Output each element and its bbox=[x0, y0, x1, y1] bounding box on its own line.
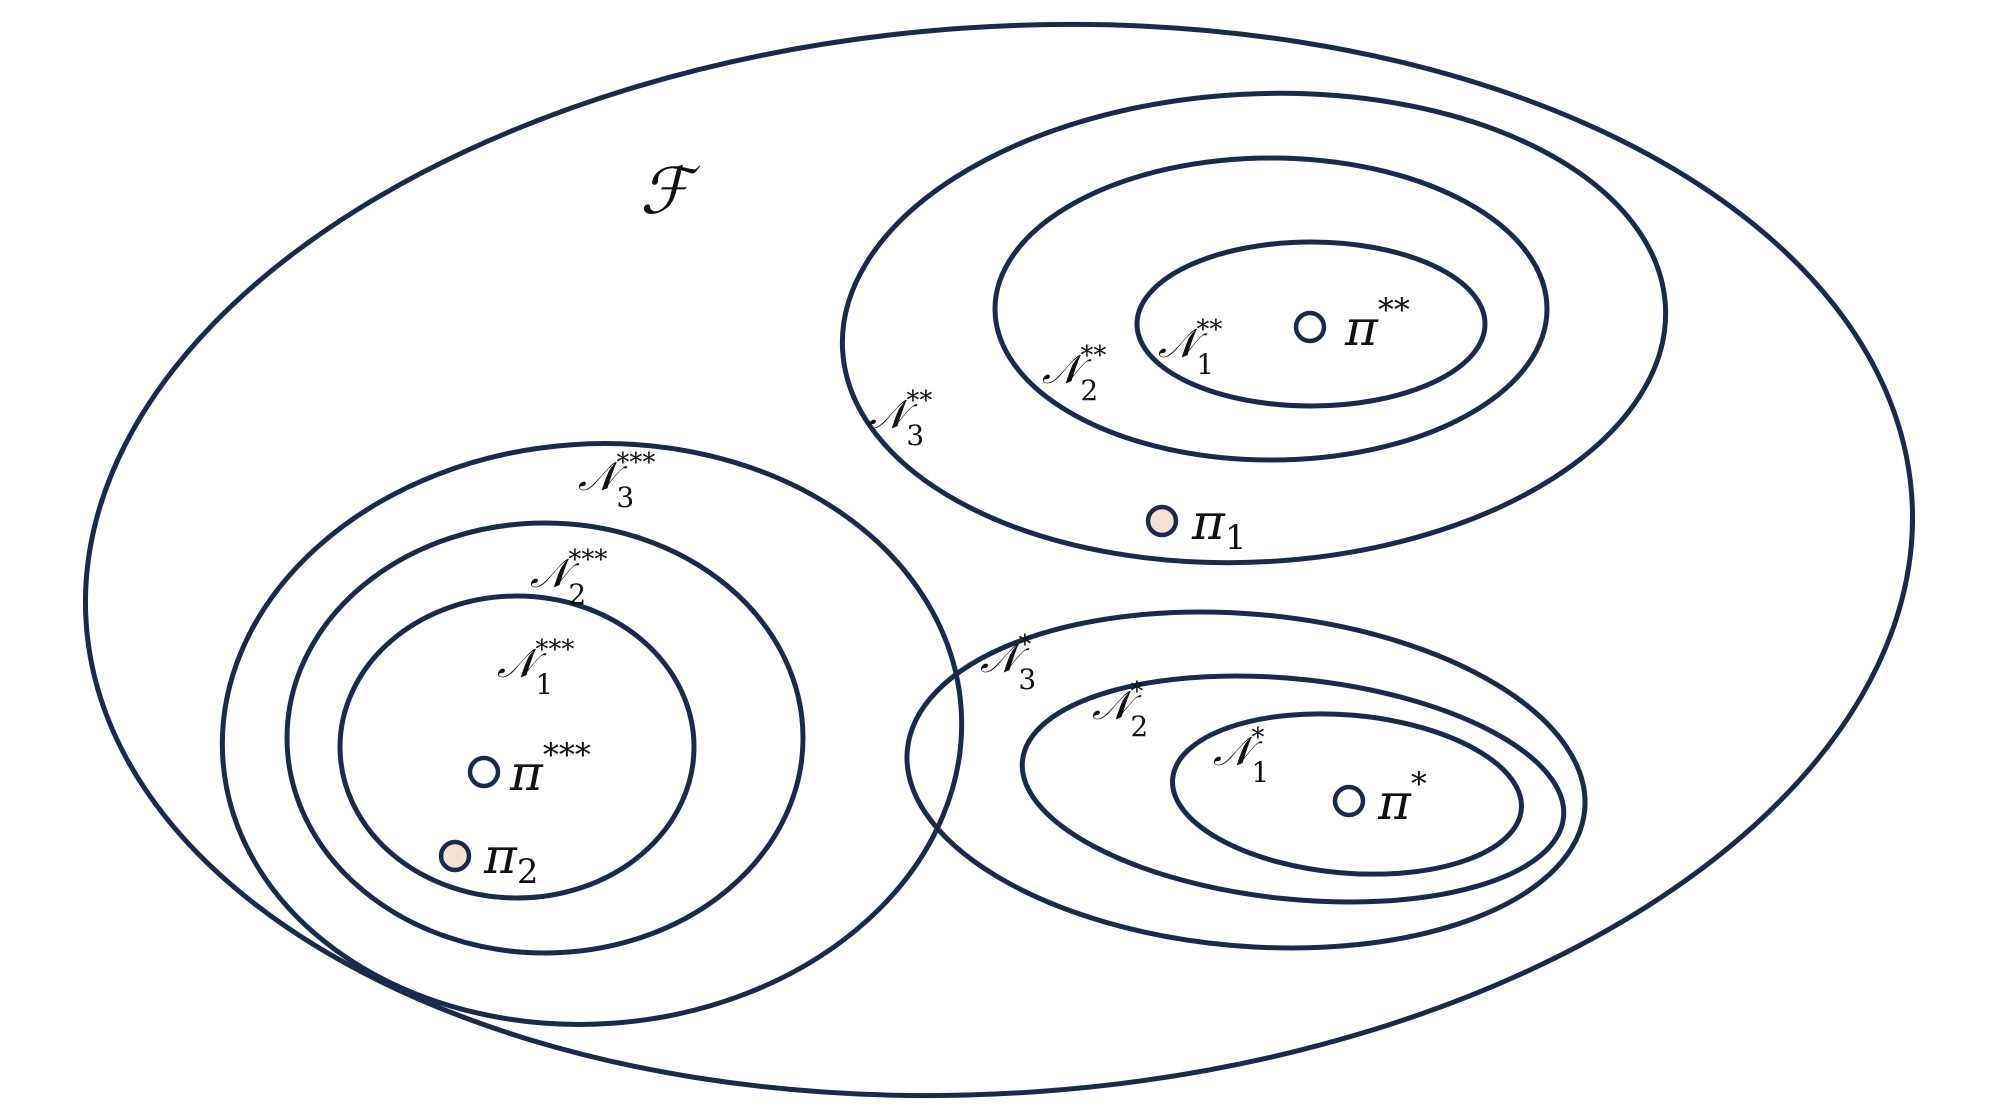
point-pi-single-star bbox=[1332, 784, 1366, 818]
region-n2-single-star bbox=[1019, 673, 1567, 905]
label-n1-double-star: 𝒩**1 bbox=[1158, 315, 1222, 381]
region-n3-single-star bbox=[904, 609, 1588, 951]
label-n2-triple-star: 𝒩***2 bbox=[530, 545, 607, 611]
label-n3-triple-star: 𝒩***3 bbox=[578, 448, 655, 514]
label-pi-1: π1 bbox=[1191, 493, 1247, 558]
label-n1-single-star: 𝒩*1 bbox=[1213, 723, 1269, 789]
region-n3-double-star bbox=[839, 90, 1669, 566]
point-pi-double-star bbox=[1293, 310, 1327, 344]
label-n1-triple-star: 𝒩***1 bbox=[497, 635, 574, 701]
region-n1-triple-star bbox=[337, 593, 697, 901]
region-n3-triple-star bbox=[219, 441, 965, 1027]
point-pi-1 bbox=[1145, 504, 1179, 538]
label-pi-triple-star: π*** bbox=[509, 736, 591, 802]
universe-label-f: ℱ bbox=[640, 155, 701, 229]
label-n3-double-star: 𝒩**3 bbox=[868, 386, 932, 452]
label-n2-double-star: 𝒩**2 bbox=[1042, 341, 1106, 407]
point-pi-triple-star bbox=[467, 755, 501, 789]
label-n2-single-star: 𝒩*2 bbox=[1092, 677, 1148, 743]
universe-region-f bbox=[82, 21, 1916, 1099]
region-n2-triple-star bbox=[284, 520, 806, 956]
label-n3-single-star: 𝒩*3 bbox=[980, 630, 1036, 696]
label-pi-double-star: π** bbox=[1344, 291, 1410, 357]
point-pi-2 bbox=[438, 839, 472, 873]
label-pi-single-star: π* bbox=[1377, 765, 1427, 831]
region-n2-double-star bbox=[992, 155, 1550, 463]
region-n1-single-star bbox=[1170, 711, 1524, 877]
label-pi-2: π2 bbox=[483, 827, 539, 892]
region-n1-double-star bbox=[1134, 239, 1488, 409]
